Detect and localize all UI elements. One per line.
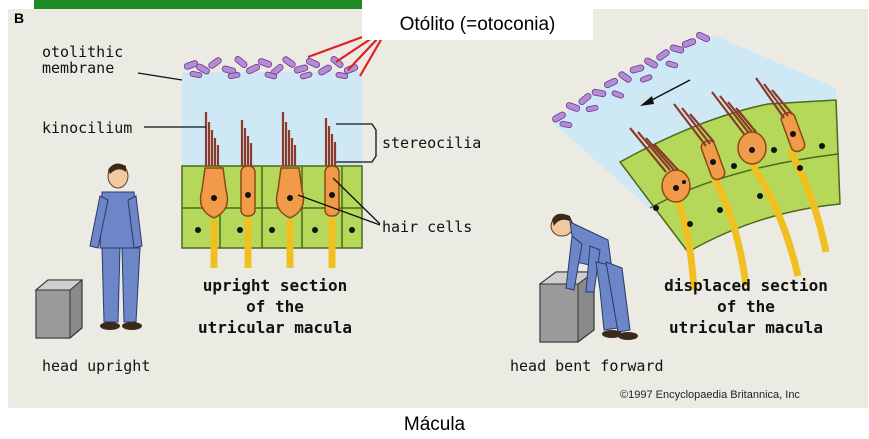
upright-caption-line3: utricular macula xyxy=(160,317,390,338)
displaced-caption-line1: displaced section xyxy=(626,275,866,296)
head-upright-label: head upright xyxy=(42,358,150,374)
person-upright xyxy=(36,164,142,338)
stereocilia-label: stereocilia xyxy=(382,135,481,151)
upright-macula-section xyxy=(138,55,380,268)
hair-cell xyxy=(201,168,228,218)
hair-cell xyxy=(325,166,339,216)
person-bent xyxy=(540,214,638,342)
upright-caption-line2: of the xyxy=(160,296,390,317)
copyright-text: ©1997 Encyclopaedia Britannica, Inc xyxy=(620,389,800,401)
hair-cells-label: hair cells xyxy=(382,219,472,235)
upright-caption-line1: upright section xyxy=(160,275,390,296)
displaced-caption: displaced section of the utricular macul… xyxy=(626,275,866,338)
displaced-caption-line2: of the xyxy=(626,296,866,317)
upright-caption: upright section of the utricular macula xyxy=(160,275,390,338)
head-bent-label: head bent forward xyxy=(510,358,664,374)
hair-cell xyxy=(241,166,255,216)
displaced-caption-line3: utricular macula xyxy=(626,317,866,338)
hair-cell xyxy=(277,168,304,218)
macula-caption: Mácula xyxy=(0,414,869,436)
otolithic-membrane-label-line2: membrane xyxy=(42,60,114,76)
kinocilium-label: kinocilium xyxy=(42,120,132,136)
otolito-callout: Otólito (=otoconia) xyxy=(362,9,593,40)
otolithic-membrane-label: otolithic xyxy=(42,44,123,60)
